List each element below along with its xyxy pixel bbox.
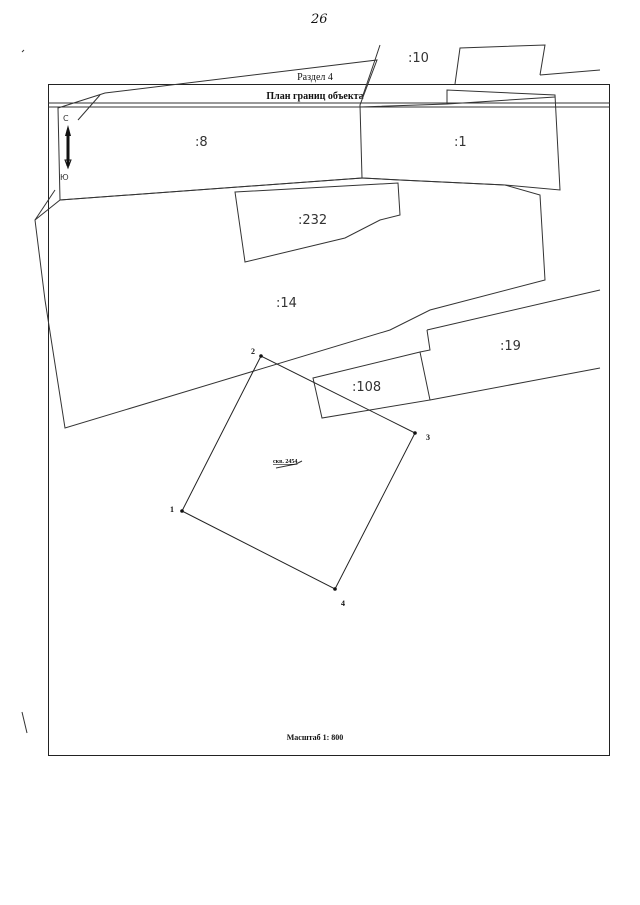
map-frame <box>48 84 610 756</box>
parcel-1-label: :1 <box>454 135 467 150</box>
parcel-14 <box>34 177 546 429</box>
boundary-point-4-marker <box>333 587 337 591</box>
parcel-19-label: :19 <box>500 339 521 354</box>
north-arrow-tail-icon <box>64 159 72 170</box>
parcel-1-inner-edge <box>446 96 556 105</box>
well-marker-line <box>275 460 303 469</box>
north-arrow: С Ю <box>60 114 72 182</box>
parcel-232 <box>234 182 401 263</box>
parcel-108 <box>312 351 431 419</box>
parcel-19-top-edge <box>426 289 601 331</box>
parcel-10-left-edge <box>361 44 381 99</box>
north-arrow-south-label: Ю <box>60 173 69 182</box>
north-arrow-north-label: С <box>63 114 69 123</box>
well-label: скв. 2454 <box>273 459 297 465</box>
scale-label: Масштаб 1: 800 <box>286 733 344 742</box>
scan-mark-bottom <box>21 711 28 734</box>
boundary-point-2-marker <box>259 354 263 358</box>
parcel-10-right-edge <box>539 69 601 76</box>
parcel-232-label: :232 <box>298 213 327 228</box>
parcel-19-bottom-edge <box>429 367 601 401</box>
parcel-10-label: :10 <box>408 51 429 66</box>
boundary-point-1-label: 1 <box>170 505 174 514</box>
boundary-point-3-label: 3 <box>426 433 430 442</box>
parcel-14-corner-line <box>34 189 56 221</box>
page-number: 26 <box>311 12 328 27</box>
boundary-point-4-label: 4 <box>341 599 345 608</box>
boundary-point-1-marker <box>180 509 184 513</box>
parcel-19-left-edge <box>419 329 431 353</box>
parcel-8-label: :8 <box>195 135 208 150</box>
boundary-point-2-label: 2 <box>251 347 255 356</box>
parcel-10-boundary <box>454 44 546 85</box>
boundary-point-3-marker <box>413 431 417 435</box>
parcel-8-top-corner-line <box>77 94 101 121</box>
plan-title: План границ объекта <box>266 91 364 102</box>
section-title: Раздел 4 <box>297 72 333 83</box>
parcel-8 <box>57 59 378 201</box>
parcel-14-label: :14 <box>276 296 297 311</box>
parcel-108-label: :108 <box>352 380 381 395</box>
scan-mark-top <box>21 49 25 53</box>
